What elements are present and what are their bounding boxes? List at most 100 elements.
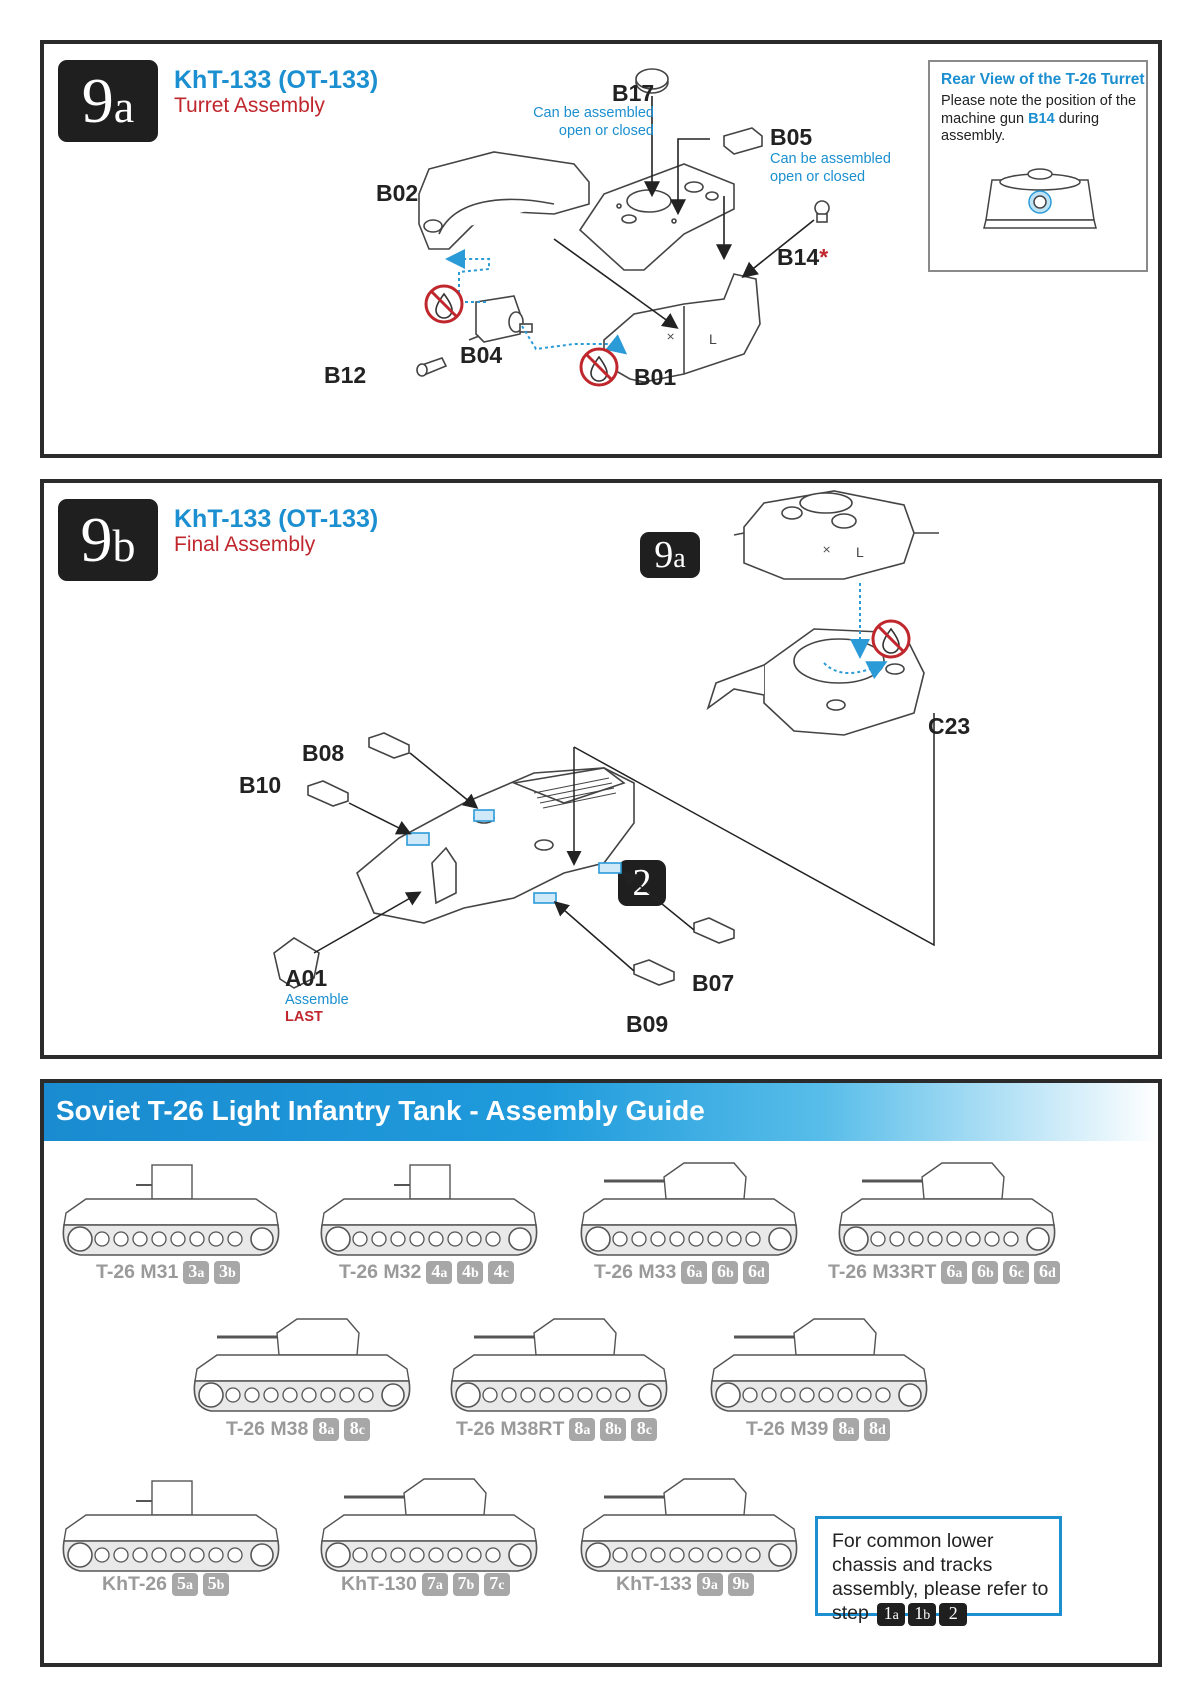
svg-text:L: L: [856, 544, 864, 560]
step-reference-chip: 8d: [864, 1418, 891, 1441]
tank-icon: [710, 1318, 928, 1412]
tank-illustration: [832, 1155, 1062, 1270]
step-reference-chip: 8b: [600, 1418, 627, 1441]
part-a01: [273, 937, 320, 989]
step-reference-chip: 1b: [908, 1603, 937, 1626]
svg-text:⨯: ⨯: [822, 544, 831, 556]
tank-variant-name: KhT-130: [341, 1573, 417, 1595]
rear-view-box: Rear View of the T-26 Turret Please note…: [928, 60, 1148, 272]
step-reference-chip: 8a: [833, 1418, 860, 1441]
tank-icon: [580, 1162, 798, 1256]
common-chassis-info: For common lower chassis and tracks asse…: [815, 1516, 1062, 1626]
part-b09: [633, 959, 675, 986]
step-reference-chip: 7b: [452, 1573, 479, 1596]
step-reference-chip: 6b: [972, 1261, 999, 1284]
machine-gun-b14-part: [814, 200, 830, 223]
step-9b-title: KhT-133 (OT-133): [174, 505, 379, 533]
gun-b04-part: [468, 295, 533, 343]
turret-roof-part: [578, 163, 735, 271]
tank-illustration: [444, 1311, 674, 1426]
label-b09: B09: [626, 1011, 669, 1037]
step-reference-chip: 5a: [172, 1573, 199, 1596]
step-reference-chip: 6b: [712, 1261, 739, 1284]
step-9b-subtitle: Final Assembly: [174, 533, 316, 556]
step-reference-chip: 2: [939, 1603, 968, 1626]
part-b07: [693, 917, 735, 944]
note-b17-line2: open or closed: [558, 123, 654, 139]
info-text-body: For common lower chassis and tracks asse…: [832, 1530, 1049, 1624]
label-b04: B04: [460, 342, 503, 368]
step-reference-chip: 3b: [214, 1261, 241, 1284]
badge-number: 9: [80, 504, 113, 575]
tank-illustration: [574, 1155, 804, 1270]
part-b10: [307, 780, 349, 807]
note-b05: Can be assembled open or closed: [770, 150, 891, 186]
label-a01: A01: [285, 965, 328, 991]
tank-variant-name: T-26 M33RT: [828, 1261, 937, 1283]
badge-letter: b: [112, 520, 136, 571]
step-reference-chip: 8a: [569, 1418, 596, 1441]
tank-variant-name: T-26 M33: [594, 1261, 677, 1283]
label-b02: B02: [376, 180, 419, 206]
step-reference-chip: 8a: [313, 1418, 340, 1441]
step-reference-chip: 6a: [941, 1261, 968, 1284]
barrel-b12-part: [416, 357, 448, 377]
step-reference-chip: 4a: [426, 1261, 453, 1284]
note-a01-last: LAST: [285, 1009, 323, 1025]
no-glue-icon: [871, 619, 911, 659]
tank-illustration: [56, 1155, 286, 1270]
step-reference-chip: 9b: [727, 1573, 754, 1596]
note-b17: Can be assembled open or closed: [504, 104, 654, 140]
tank-illustration: [314, 1471, 544, 1586]
tank-variant-name: T-26 M38RT: [456, 1418, 565, 1440]
label-b10: B10: [239, 772, 282, 798]
label-c23: C23: [928, 713, 971, 739]
label-b12: B12: [324, 362, 367, 388]
label-b14-star: *: [819, 244, 829, 270]
tank-icon: [320, 1164, 538, 1256]
tank-variant-name: KhT-133: [616, 1573, 692, 1595]
tank-icon: [838, 1162, 1056, 1256]
badge-letter: a: [113, 81, 135, 132]
assembly-guide-panel: Soviet T-26 Light Infantry Tank - Assemb…: [40, 1079, 1162, 1667]
step-9a-subtitle: Turret Assembly: [174, 94, 325, 117]
label-b05: B05: [770, 124, 813, 150]
no-glue-icon: [424, 284, 464, 324]
step-reference-chip: 6d: [743, 1261, 770, 1284]
guide-title: Soviet T-26 Light Infantry Tank - Assemb…: [56, 1095, 705, 1126]
rear-view-text: Please note the position of the machine …: [941, 93, 1141, 146]
tank-illustration: [704, 1311, 934, 1426]
svg-text:L: L: [709, 331, 717, 347]
tank-icon: [62, 1480, 280, 1572]
step-reference-chip: 8c: [631, 1418, 658, 1441]
tank-illustration: [187, 1311, 417, 1426]
rear-view-title: Rear View of the T-26 Turret: [941, 71, 1145, 88]
guide-header: Soviet T-26 Light Infantry Tank - Assemb…: [44, 1083, 1158, 1141]
step-reference-chip: 6a: [681, 1261, 708, 1284]
rear-view-part: B14: [1028, 110, 1055, 127]
ref-9a-number: 9: [654, 534, 674, 576]
svg-text:⨯: ⨯: [666, 331, 675, 343]
step-reference-chip: 3a: [183, 1261, 210, 1284]
label-b14-text: B14: [777, 244, 820, 270]
ref-9a-letter: a: [673, 543, 686, 574]
tank-icon: [580, 1478, 798, 1572]
step-9a-title: KhT-133 (OT-133): [174, 66, 379, 94]
step-reference-chip: 6d: [1034, 1261, 1061, 1284]
label-b14: B14*: [777, 244, 828, 271]
assembled-turret-part: L ⨯: [733, 490, 939, 580]
step-reference-chip: 8c: [344, 1418, 371, 1441]
note-b05-line1: Can be assembled: [770, 151, 891, 167]
tank-variant-name: T-26 M38: [226, 1418, 309, 1440]
